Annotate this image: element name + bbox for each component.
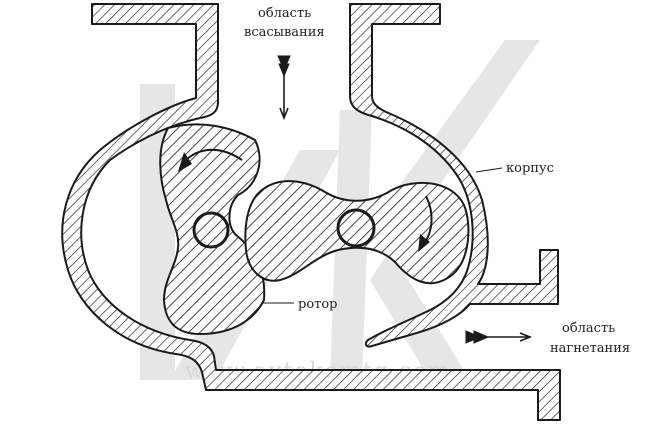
suction-flow-arrow [277,55,291,121]
housing-leader-line [475,167,503,173]
suction-label-line2: всасывания [244,25,325,40]
discharge-label-line1: область [562,321,615,336]
rotor-right [244,180,470,285]
shaft-right [336,208,376,248]
pump-housing [61,3,561,421]
shaft-left [192,211,230,249]
discharge-flow-arrow [465,330,533,344]
rotor-left [159,123,266,336]
housing-label: корпус [506,161,554,176]
rotor-label: ротор [298,297,338,312]
discharge-label-line2: нагнетания [550,341,630,356]
suction-label-line1: область [258,6,311,21]
